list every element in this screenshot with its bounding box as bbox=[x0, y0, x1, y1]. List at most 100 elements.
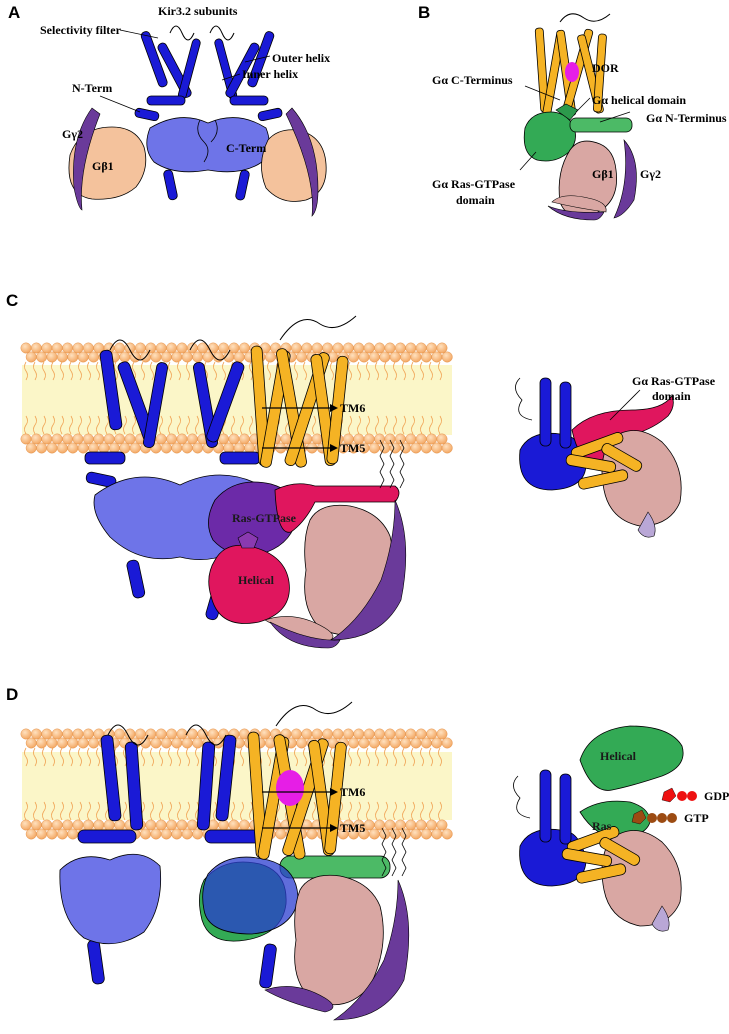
panel-d: D bbox=[6, 685, 729, 1021]
helical-domain-d bbox=[579, 725, 684, 791]
lipid-head bbox=[41, 728, 53, 740]
lipid-head bbox=[93, 433, 105, 445]
lipid-tail bbox=[87, 801, 91, 821]
lipid-head bbox=[171, 442, 183, 454]
lipid-tail bbox=[33, 747, 37, 767]
lipid-tail bbox=[141, 747, 145, 767]
lipid-head bbox=[31, 342, 42, 354]
lipid-head bbox=[207, 728, 219, 740]
gdp-phosphate-1 bbox=[677, 791, 687, 801]
lipid-tail bbox=[330, 747, 334, 767]
lipid-head bbox=[441, 828, 453, 840]
lipid-tail bbox=[249, 361, 253, 381]
lipid-head bbox=[296, 351, 307, 363]
kir-channel-c bbox=[84, 349, 261, 621]
lipid-tail bbox=[195, 415, 199, 435]
lipid-tail bbox=[384, 361, 388, 381]
lipid-head bbox=[322, 728, 333, 740]
lipid-head bbox=[218, 342, 230, 354]
lipid-tail bbox=[357, 415, 361, 435]
lipid-tail bbox=[150, 361, 154, 381]
lipid-head bbox=[363, 728, 375, 740]
lipid-head bbox=[181, 351, 193, 363]
lipid-head bbox=[374, 433, 385, 445]
lipid-head bbox=[57, 351, 68, 363]
lipid-head bbox=[218, 819, 230, 831]
lipid-tail bbox=[303, 747, 307, 767]
lipid-tail bbox=[132, 415, 136, 435]
lipid-head bbox=[405, 433, 417, 445]
lipid-tail bbox=[123, 801, 127, 821]
lipid-head bbox=[368, 351, 380, 363]
lipid-head bbox=[25, 351, 37, 363]
panel-c-letter: C bbox=[6, 291, 18, 310]
lipid-tail bbox=[51, 415, 55, 435]
lipid-head bbox=[103, 433, 115, 445]
lipid-head bbox=[57, 828, 68, 840]
lipid-tail bbox=[177, 747, 181, 767]
panel-b-letter: B bbox=[418, 3, 430, 22]
lipid-tail bbox=[78, 747, 82, 767]
inset-c: Gα Ras-GTPase domain bbox=[515, 374, 716, 538]
g-gamma2-left bbox=[73, 107, 101, 211]
lipid-head bbox=[129, 442, 141, 454]
lipid-head bbox=[67, 442, 79, 454]
lipid-tail bbox=[312, 415, 316, 435]
lipid-head bbox=[77, 442, 89, 454]
lipid-head bbox=[67, 828, 79, 840]
label-gtp: GTP bbox=[684, 811, 709, 825]
lipid-head bbox=[25, 737, 37, 749]
lipid-head bbox=[166, 819, 178, 831]
label-ga-ras-gtpase: Gα Ras-GTPase bbox=[432, 177, 516, 191]
g-gamma2-d bbox=[333, 879, 410, 1021]
lipid-head bbox=[368, 828, 380, 840]
lipid-head bbox=[389, 737, 401, 749]
lipid-head bbox=[301, 342, 313, 354]
label-helical-c: Helical bbox=[238, 573, 275, 587]
membrane-d bbox=[22, 752, 452, 820]
lipid-tail bbox=[168, 415, 172, 435]
lipid-head bbox=[405, 728, 417, 740]
lipid-tail bbox=[114, 747, 118, 767]
lipid-head bbox=[374, 342, 385, 354]
lipid-head bbox=[384, 728, 396, 740]
lipid-tail bbox=[168, 801, 172, 821]
lipid-head bbox=[228, 819, 240, 831]
kir-lower-helices bbox=[163, 169, 250, 201]
g-alpha-n-terminus bbox=[569, 117, 633, 133]
panel-a: A Kir3.2 subunits bbox=[8, 3, 330, 217]
lipid-tail bbox=[240, 801, 244, 821]
lipid-head bbox=[88, 737, 100, 749]
lipid-tail bbox=[213, 361, 217, 381]
lipid-tail bbox=[42, 747, 46, 767]
lipid-tail bbox=[411, 415, 415, 435]
label-ras-d: Ras bbox=[592, 819, 612, 833]
lipid-tail bbox=[429, 415, 433, 435]
lipid-head bbox=[296, 737, 307, 749]
lipid-tail bbox=[348, 415, 352, 435]
lipid-tail bbox=[186, 415, 190, 435]
lipid-head bbox=[67, 351, 79, 363]
gtp-ring bbox=[631, 809, 647, 825]
lipid-tail bbox=[195, 747, 199, 767]
lipid-head bbox=[181, 737, 193, 749]
lipid-tail bbox=[150, 747, 154, 767]
lipid-head bbox=[394, 342, 406, 354]
lipid-anchor-c bbox=[379, 439, 405, 489]
lipid-tail bbox=[420, 801, 424, 821]
panel-c: C bbox=[6, 291, 716, 649]
lipid-head bbox=[441, 442, 453, 454]
lipid-head bbox=[155, 728, 167, 740]
kir-ctd-d-right bbox=[202, 856, 299, 935]
lipid-head bbox=[124, 433, 136, 445]
lipid-tail bbox=[384, 415, 388, 435]
lipid-head bbox=[363, 433, 375, 445]
lipid-tail bbox=[375, 361, 379, 381]
lipid-tail bbox=[33, 361, 37, 381]
lipid-tail bbox=[123, 415, 127, 435]
lipid-head bbox=[62, 342, 73, 354]
lipid-tail bbox=[267, 361, 271, 381]
lipid-head bbox=[57, 737, 68, 749]
lipid-head bbox=[301, 728, 313, 740]
lipid-tail bbox=[348, 361, 352, 381]
